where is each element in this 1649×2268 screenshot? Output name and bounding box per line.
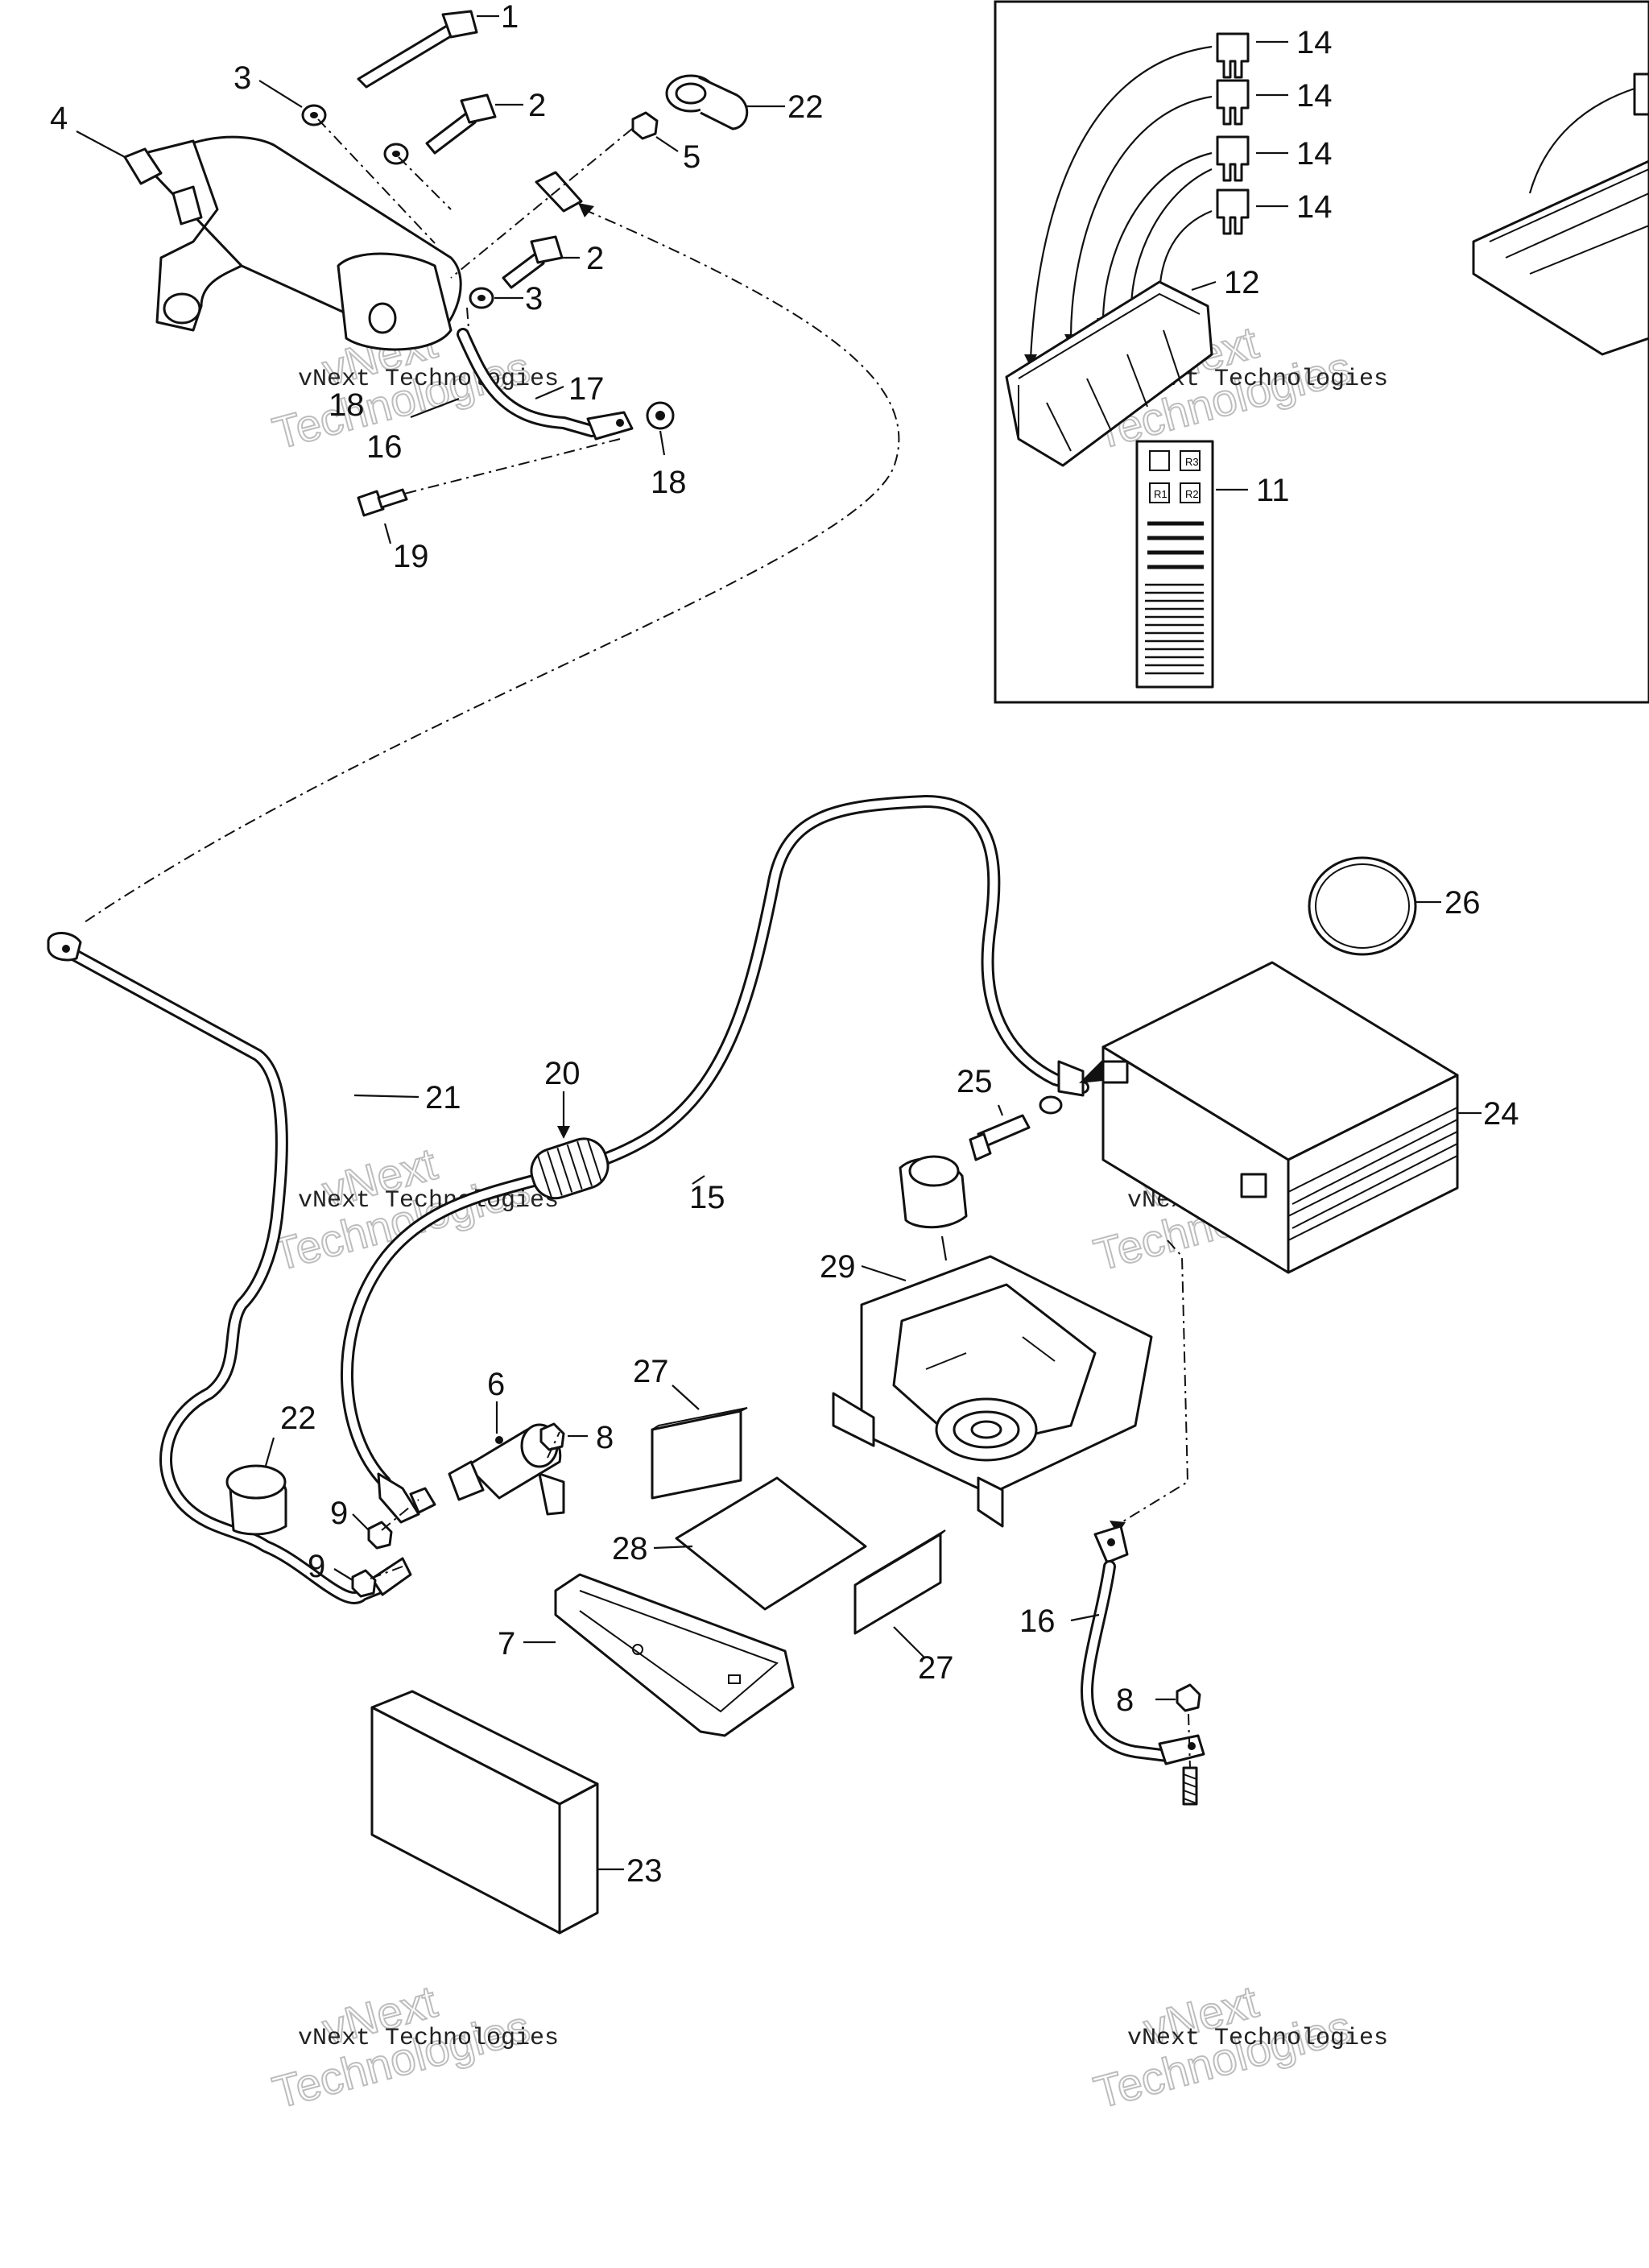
cable-terminal [535, 171, 583, 213]
bolt [502, 235, 564, 289]
protective-sleeve [530, 1137, 610, 1200]
fuse-label-sticker: R3 R1 R2 [1135, 440, 1214, 689]
callout-8: 8 [596, 1420, 614, 1455]
callout-26: 26 [1444, 885, 1481, 921]
watermark-caption: vNext Technologies [298, 2025, 559, 2052]
insulation-pad [675, 1476, 867, 1611]
fuse-icon [1216, 32, 1250, 235]
ground-cable [457, 328, 634, 441]
callout-6: 6 [487, 1367, 505, 1402]
bolt [357, 10, 478, 89]
fuse-box [1005, 280, 1213, 467]
packaging-box [370, 1690, 599, 1935]
stud [1182, 1766, 1198, 1806]
bolt [425, 93, 497, 155]
callout-2: 2 [528, 88, 546, 123]
callout-22: 22 [787, 89, 824, 125]
callout-28: 28 [612, 1531, 648, 1566]
callout-15: 15 [689, 1180, 725, 1215]
starter-motor [123, 135, 462, 351]
callout-9: 9 [308, 1549, 325, 1584]
callout-25: 25 [957, 1064, 993, 1099]
callout-27: 27 [918, 1650, 954, 1686]
callout-20: 20 [544, 1056, 581, 1091]
callout-27: 27 [633, 1354, 669, 1389]
callout-22: 22 [280, 1401, 316, 1436]
watermark-caption: vNext Technologies [1127, 2025, 1388, 2052]
callout-3: 3 [525, 281, 543, 317]
foam-pad [651, 1407, 748, 1500]
callout-9: 9 [330, 1496, 348, 1531]
callout-14: 14 [1296, 136, 1333, 172]
foam-pad [853, 1529, 946, 1635]
callout-11: 11 [1256, 473, 1290, 508]
nut [367, 1521, 393, 1550]
callout-19: 19 [393, 539, 429, 574]
callout-18: 18 [651, 465, 687, 500]
nut [1176, 1683, 1201, 1712]
callout-29: 29 [820, 1249, 856, 1285]
callout-16: 16 [366, 429, 403, 465]
ground-cable [1081, 1525, 1205, 1765]
battery-tray [832, 1255, 1153, 1528]
callout-12: 12 [1224, 265, 1260, 300]
callout-8: 8 [1116, 1682, 1134, 1718]
battery-to-solenoid-cable [340, 795, 1089, 1524]
callout-18: 18 [329, 387, 365, 423]
terminal-screw [969, 1095, 1063, 1161]
callout-2: 2 [586, 241, 604, 276]
callout-17: 17 [568, 371, 605, 407]
callout-3: 3 [234, 60, 251, 96]
callout-24: 24 [1483, 1096, 1519, 1132]
callout-7: 7 [498, 1626, 515, 1662]
nut [539, 1422, 565, 1451]
terminal-boot [665, 74, 749, 130]
relay-r1-label: R1 [1154, 488, 1168, 500]
callout-1: 1 [501, 0, 519, 35]
nut [631, 111, 659, 140]
relay-r3-label: R3 [1185, 456, 1199, 468]
callout-14: 14 [1296, 78, 1333, 114]
positive-battery-cable [47, 932, 412, 1604]
callout-5: 5 [683, 139, 701, 175]
watermark-caption: vNext Technologies [298, 366, 559, 393]
relay-r2-label: R2 [1185, 488, 1199, 500]
callout-14: 14 [1296, 189, 1333, 225]
callout-21: 21 [425, 1080, 461, 1115]
terminal-boot [899, 1155, 968, 1229]
o-ring [1308, 856, 1417, 956]
callout-23: 23 [626, 1853, 663, 1889]
battery [1101, 961, 1459, 1274]
inset-frame [994, 0, 1649, 704]
callout-4: 4 [50, 101, 68, 136]
nut [351, 1569, 377, 1598]
callout-16: 16 [1019, 1604, 1056, 1639]
bolt [357, 488, 408, 517]
watermark-caption: vNext Technologies [298, 1187, 559, 1215]
callout-14: 14 [1296, 25, 1333, 60]
terminal-boot [225, 1464, 287, 1536]
fuse-box-assembled [1472, 72, 1649, 356]
solenoid-cover [554, 1573, 795, 1737]
